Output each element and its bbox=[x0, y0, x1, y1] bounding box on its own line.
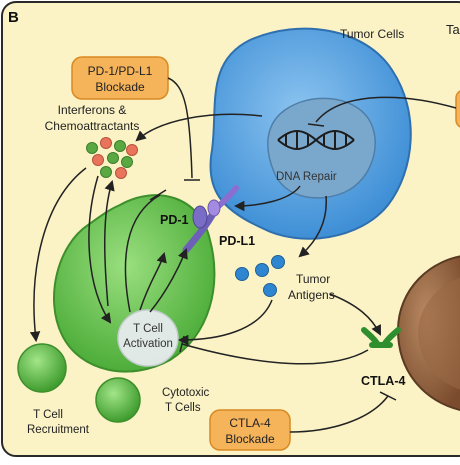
ctla4-blockade-box bbox=[209, 409, 291, 451]
cytotoxic-label-1: Cytotoxic bbox=[162, 387, 210, 399]
apc-inner bbox=[418, 277, 460, 390]
t-cell-activation-label-1: T Cell bbox=[133, 323, 163, 335]
pd1-pdl1-blockade-label-1: PD-1/PD-L1 bbox=[88, 64, 153, 78]
ctla4-receptor-icon bbox=[361, 327, 401, 348]
cytotoxic-t-cell bbox=[95, 377, 141, 423]
panel-letter: B bbox=[8, 9, 19, 26]
tumor-antigens-label-1: Tumor bbox=[296, 272, 330, 286]
pdl1-label: PD-L1 bbox=[219, 234, 255, 248]
pdl1-ligand-icon bbox=[207, 185, 239, 217]
interferons-label-2: Chemoattractants bbox=[45, 119, 140, 133]
tumor-cells-label: Tumor Cells bbox=[340, 27, 404, 41]
pd1-pdl1-blockade-label-2: Blockade bbox=[95, 80, 145, 94]
ctla4-label: CTLA-4 bbox=[361, 374, 405, 388]
tumor-antigens-label-2: Antigens bbox=[288, 288, 335, 302]
pd1-label: PD-1 bbox=[160, 213, 189, 227]
t-cell-recruitment-label-1: T Cell bbox=[33, 409, 63, 421]
recruited-t-cell bbox=[17, 343, 67, 393]
t-cell-activation-label-2: Activation bbox=[123, 338, 173, 350]
dna-repair-label: DNA Repair bbox=[276, 171, 337, 183]
ctla4-blockade-label-1: CTLA-4 bbox=[229, 416, 271, 430]
right-edge-box bbox=[455, 90, 460, 128]
cytotoxic-label-2: T Cells bbox=[165, 402, 201, 414]
edge-text: Ta bbox=[446, 22, 460, 37]
pathway-arrows bbox=[29, 77, 457, 433]
t-cell-recruitment-label-2: Recruitment bbox=[27, 424, 90, 436]
tumor-nucleus bbox=[267, 97, 376, 199]
tumor-antigen-dots bbox=[235, 255, 285, 297]
ctla4-blockade-label-2: Blockade bbox=[225, 432, 275, 446]
interferon-dots bbox=[86, 137, 138, 179]
dna-helix-icon bbox=[277, 130, 355, 150]
interferons-label-1: Interferons & bbox=[58, 103, 127, 117]
